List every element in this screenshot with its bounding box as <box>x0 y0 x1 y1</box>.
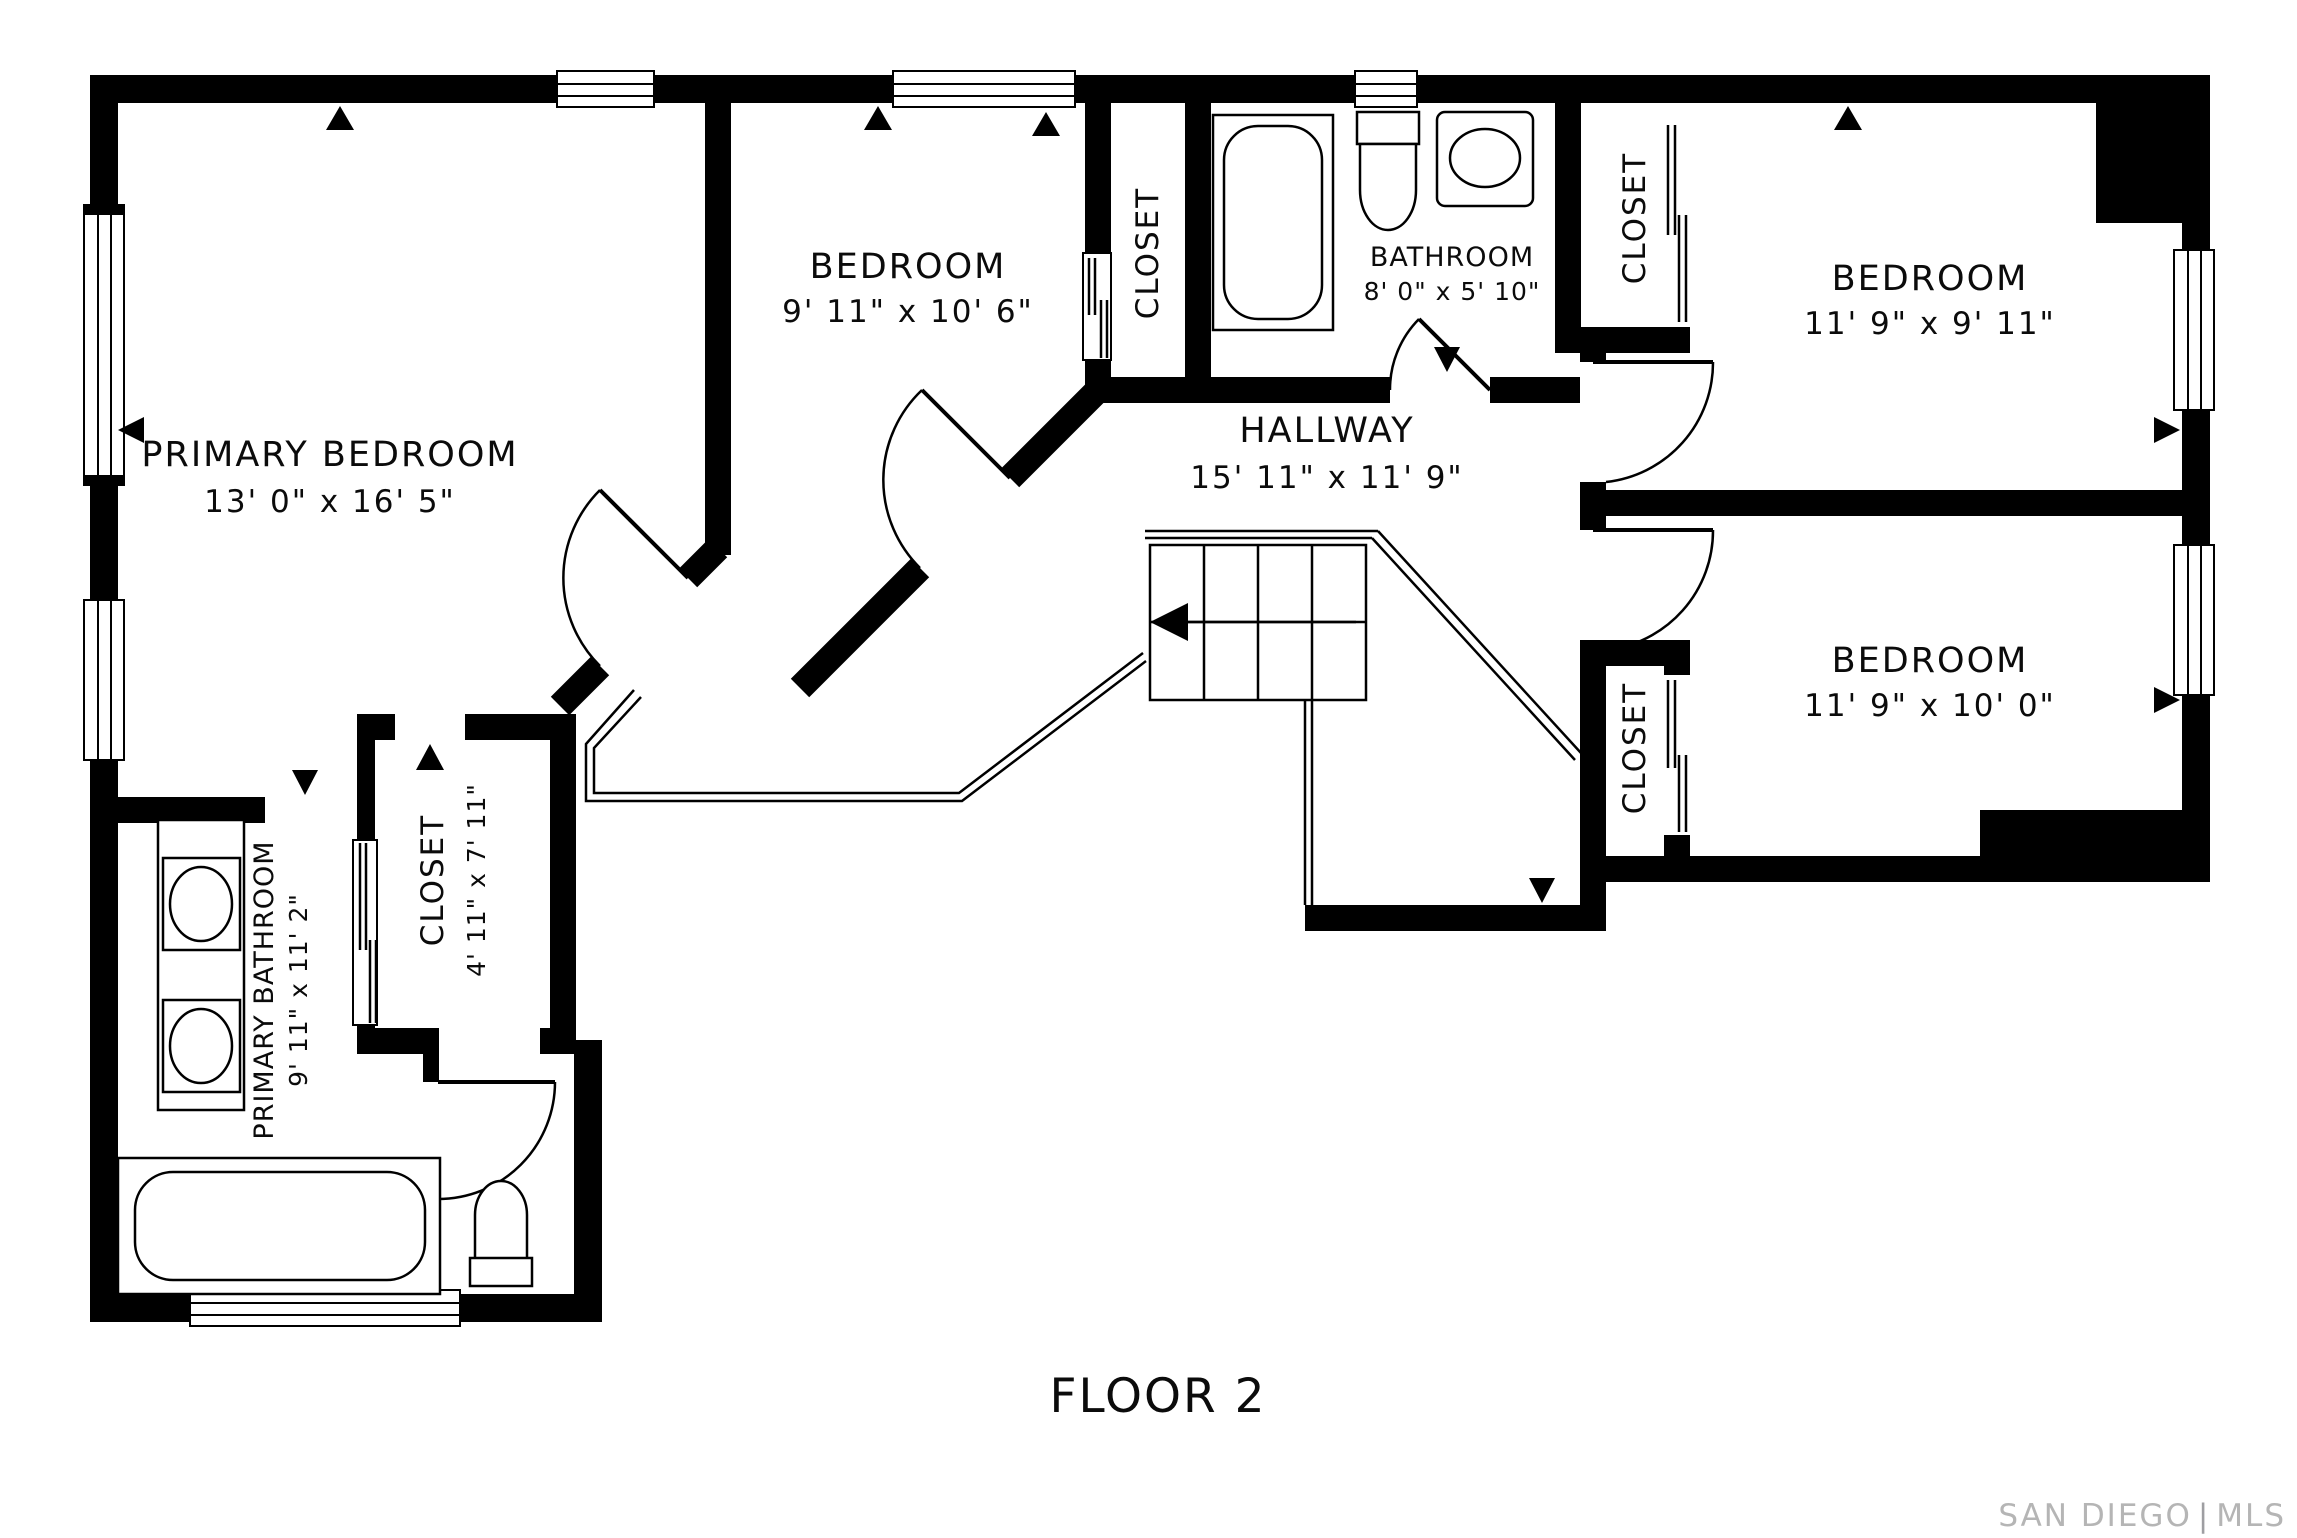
svg-text:13' 0" x 16' 5": 13' 0" x 16' 5" <box>204 484 456 520</box>
svg-text:PRIMARY BATHROOM: PRIMARY BATHROOM <box>249 840 280 1139</box>
toilet <box>468 1179 534 1288</box>
bathtub <box>116 1156 442 1296</box>
door-bedroom-top-middle <box>882 388 1012 569</box>
window <box>892 70 1076 108</box>
svg-text:PRIMARY BEDROOM: PRIMARY BEDROOM <box>141 435 518 475</box>
svg-text:BEDROOM: BEDROOM <box>1832 259 2029 299</box>
room-hallway: HALLWAY 15' 11" x 11' 9" <box>1190 411 1463 496</box>
room-bedroom-bottom-right: BEDROOM 11' 9" x 10' 0" <box>1804 641 2056 724</box>
floor-title: FLOOR 2 <box>1049 1369 1266 1424</box>
svg-text:CLOSET: CLOSET <box>1130 187 1166 319</box>
room-primary-bedroom: PRIMARY BEDROOM 13' 0" x 16' 5" <box>141 435 518 520</box>
svg-text:CLOSET: CLOSET <box>1617 682 1653 814</box>
mls-watermark: SAN DIEGO|MLS <box>1998 1498 2286 1534</box>
window <box>1354 70 1418 108</box>
room-bedroom-top-right: BEDROOM 11' 9" x 9' 11" <box>1804 259 2056 342</box>
bifold-door-closet-top-right <box>1666 125 1688 322</box>
svg-text:11' 9" x 9' 11": 11' 9" x 9' 11" <box>1804 306 2056 342</box>
svg-text:CLOSET: CLOSET <box>415 814 451 946</box>
svg-text:15' 11" x 11' 9": 15' 11" x 11' 9" <box>1190 460 1463 496</box>
svg-text:9' 11" x 11' 2": 9' 11" x 11' 2" <box>284 893 313 1087</box>
window <box>189 1289 461 1327</box>
staircase <box>1148 543 1368 702</box>
doors <box>352 125 1715 1201</box>
door-primary-bedroom <box>562 488 690 667</box>
stairs-direction-arrow <box>1150 603 1188 641</box>
svg-text:BATHROOM: BATHROOM <box>1370 242 1534 273</box>
svg-text:4' 11" x 7' 11": 4' 11" x 7' 11" <box>462 783 491 977</box>
pocket-door-primary-closet <box>352 839 378 1026</box>
stair-railing <box>584 529 1582 905</box>
svg-text:BEDROOM: BEDROOM <box>1832 641 2029 681</box>
door-water-closet <box>437 1080 557 1201</box>
window <box>2173 249 2215 411</box>
door-bedroom-bottom-right <box>1593 528 1715 652</box>
svg-text:SAN DIEGO|MLS: SAN DIEGO|MLS <box>1998 1498 2286 1534</box>
wall-tick-markers <box>118 106 2180 903</box>
svg-text:BEDROOM: BEDROOM <box>810 247 1007 287</box>
room-closet-top-right: CLOSET <box>1617 152 1653 284</box>
svg-text:CLOSET: CLOSET <box>1617 152 1653 284</box>
window <box>83 599 125 761</box>
room-bedroom-top-middle: BEDROOM 9' 11" x 10' 6" <box>782 247 1034 330</box>
room-closet-bottom-right: CLOSET <box>1617 682 1653 814</box>
room-bathroom: BATHROOM 8' 0" x 5' 10" <box>1364 242 1541 306</box>
sink <box>1435 110 1535 208</box>
svg-text:11' 9" x 10' 0": 11' 9" x 10' 0" <box>1804 688 2056 724</box>
room-closet-primary: CLOSET 4' 11" x 7' 11" <box>415 783 491 977</box>
toilet <box>1355 110 1421 232</box>
svg-text:9' 11" x 10' 6": 9' 11" x 10' 6" <box>782 294 1034 330</box>
room-closet-top-middle: CLOSET <box>1130 187 1166 319</box>
svg-text:HALLWAY: HALLWAY <box>1239 411 1414 451</box>
bathtub <box>1211 113 1335 332</box>
svg-text:8' 0" x 5' 10": 8' 0" x 5' 10" <box>1364 277 1541 306</box>
window <box>83 204 125 486</box>
window <box>2173 544 2215 696</box>
pocket-door-closet-top-middle <box>1082 252 1112 361</box>
window <box>556 70 655 108</box>
vanity-double-sink <box>156 818 246 1112</box>
door-bedroom-top-right <box>1593 360 1715 484</box>
bifold-door-closet-bottom-right <box>1666 680 1688 832</box>
room-primary-bathroom: PRIMARY BATHROOM 9' 11" x 11' 2" <box>249 840 313 1139</box>
